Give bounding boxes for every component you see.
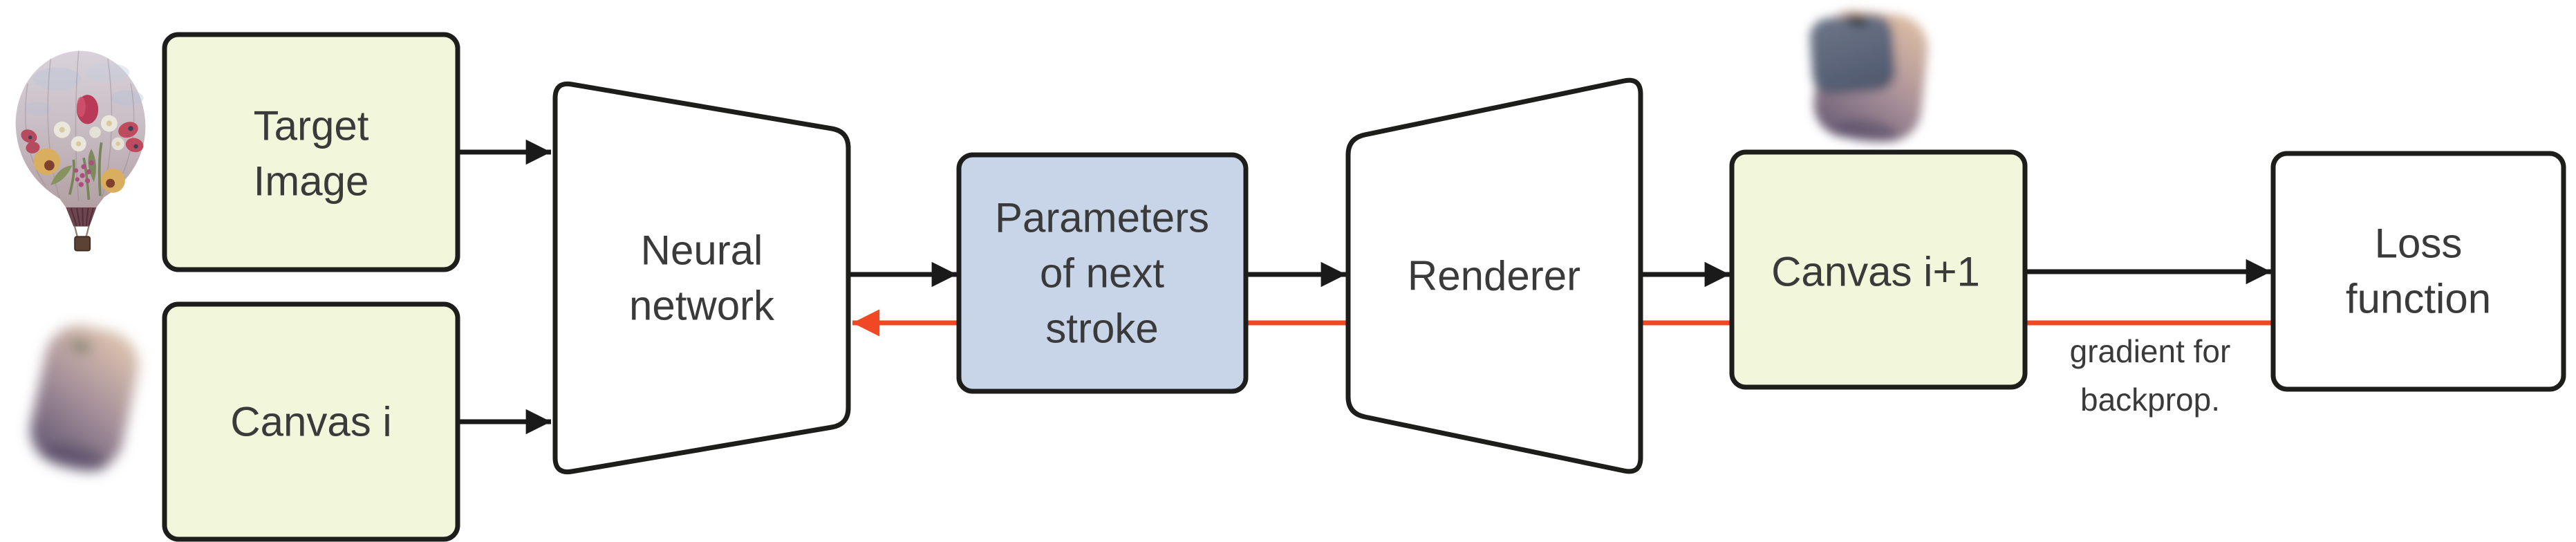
node-target-image (162, 32, 460, 272)
balloon-skirt (66, 207, 97, 227)
blurred-shadow-band (43, 444, 109, 472)
butterfly-left (21, 129, 40, 153)
daisy-center (59, 127, 65, 133)
pink-flower-spike (73, 160, 94, 187)
cloud-shape (24, 102, 53, 116)
yellow-flower-center (106, 178, 115, 188)
blurred-dark-spot (70, 339, 93, 353)
leaf-shape (88, 149, 96, 183)
node-stroke-parameters (956, 152, 1249, 394)
cloud-shape (86, 63, 130, 82)
butterfly-right (118, 122, 144, 153)
canvas-i-label: Canvas i (230, 399, 391, 445)
gradient-backprop-label-line1: gradient for (2070, 333, 2231, 369)
canvas-i-thumbnail (30, 325, 139, 472)
yellow-flower-center (44, 160, 55, 171)
daisy-center (106, 120, 112, 127)
loss-function-label-line2: function (2346, 276, 2491, 322)
stroke-parameters-label-line1: Parameters (995, 195, 1209, 241)
node-loss-function (2270, 151, 2566, 392)
neural-network-label-line1: Neural (641, 227, 763, 274)
daisy-center (76, 141, 82, 147)
tulip-petal (76, 96, 86, 118)
blurred-stroke-blob (30, 325, 139, 470)
loss-function-label-line1: Loss (2375, 221, 2463, 267)
basket-rope (85, 226, 90, 237)
target-image-label-line2: Image (254, 158, 369, 205)
daisy-center (115, 141, 120, 147)
canvas-i-plus-1-thumbnail (1809, 10, 1928, 143)
node-renderer (1345, 77, 1643, 474)
renderer-label: Renderer (1408, 253, 1580, 299)
balloon-basket (74, 236, 91, 252)
stroke-parameters-label-line2: of next (1040, 250, 1164, 297)
blurred-dark-spot (1845, 15, 1869, 26)
node-canvas-i-plus-1 (1729, 149, 2028, 390)
new-stroke-patch (1809, 15, 1896, 94)
stroke-parameters-label-line3: stroke (1045, 306, 1158, 352)
node-neural-network (552, 81, 851, 475)
cloud-shape (32, 67, 82, 91)
target-photo-balloon (15, 50, 146, 252)
neural-network-label-line2: network (629, 283, 775, 329)
node-canvas-i (162, 301, 460, 542)
blurred-shadow-band (1836, 120, 1897, 143)
gradient-backprop-label-line2: backprop. (2080, 382, 2220, 418)
canvas-i-plus-1-label: Canvas i+1 (1771, 249, 1980, 295)
target-image-label-line1: Target (254, 103, 369, 149)
leaf-shape (50, 165, 73, 185)
daisy-flower (89, 127, 101, 138)
skirt-stripes (70, 207, 94, 226)
basket-rope (74, 226, 78, 237)
cloud-shape (110, 90, 144, 106)
